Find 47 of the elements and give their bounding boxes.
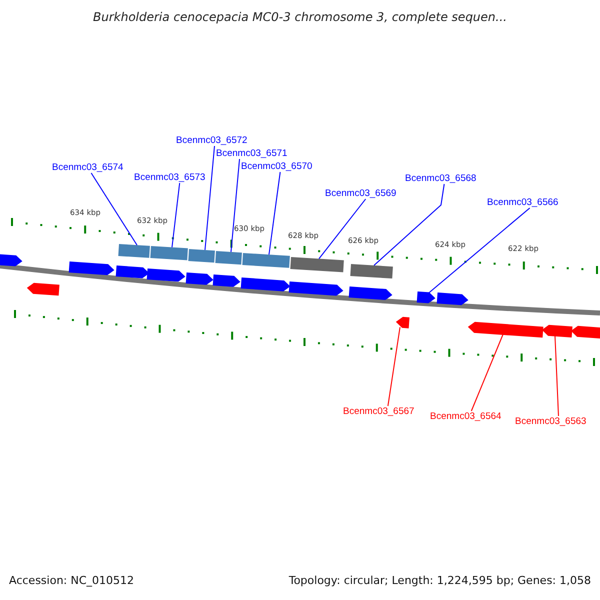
gene-label: Bcenmc03_6564 xyxy=(430,411,502,422)
gene-label: Bcenmc03_6571 xyxy=(216,148,288,159)
gene-block xyxy=(212,274,240,287)
feature-block xyxy=(350,264,393,279)
gene-block xyxy=(416,291,436,304)
leader-line xyxy=(268,172,281,256)
feature-block xyxy=(188,249,215,263)
feature-block xyxy=(290,257,344,272)
gene-label: Bcenmc03_6572 xyxy=(176,135,248,146)
leader-line xyxy=(470,334,504,412)
gene-block xyxy=(542,324,572,338)
leader-line xyxy=(374,184,445,266)
summary-text: Topology: circular; Length: 1,224,595 bp; Genes: 1,058 xyxy=(288,574,591,587)
feature-block xyxy=(118,244,150,258)
leader-line xyxy=(318,198,366,260)
leader-line xyxy=(554,335,559,416)
gene-block xyxy=(146,268,186,282)
gene-block xyxy=(68,261,114,276)
gene-block xyxy=(240,277,290,292)
feature-block xyxy=(150,246,188,260)
gene-block xyxy=(26,282,60,296)
gene-block xyxy=(288,281,344,296)
gene-label: Bcenmc03_6573 xyxy=(134,172,206,183)
gene-block xyxy=(186,272,214,285)
gene-block xyxy=(348,286,392,300)
gene-block xyxy=(436,292,468,306)
leader-line xyxy=(387,326,400,406)
leader-line xyxy=(428,208,530,294)
gene-label: Bcenmc03_6567 xyxy=(343,406,414,417)
feature-block xyxy=(242,253,290,268)
gene-label: Bcenmc03_6569 xyxy=(325,188,396,199)
gene-block xyxy=(0,253,22,266)
gene-label: Bcenmc03_6574 xyxy=(52,162,124,173)
leader-line xyxy=(204,146,215,250)
leader-line xyxy=(90,172,138,246)
gene-label: Bcenmc03_6566 xyxy=(487,197,558,208)
gene-block xyxy=(116,265,150,278)
gene-block xyxy=(570,326,600,340)
gene-label: Bcenmc03_6568 xyxy=(405,173,476,184)
accession-text: Accession: NC_010512 xyxy=(9,574,134,587)
title: Burkholderia cenocepacia MC0-3 chromosome 3, complete sequen... xyxy=(92,10,508,24)
feature-block xyxy=(215,251,242,265)
gene-block xyxy=(396,316,410,328)
gene-label: Bcenmc03_6563 xyxy=(515,416,586,427)
leader-line xyxy=(230,158,240,252)
leader-line xyxy=(172,182,180,248)
gene-label: Bcenmc03_6570 xyxy=(241,161,312,172)
